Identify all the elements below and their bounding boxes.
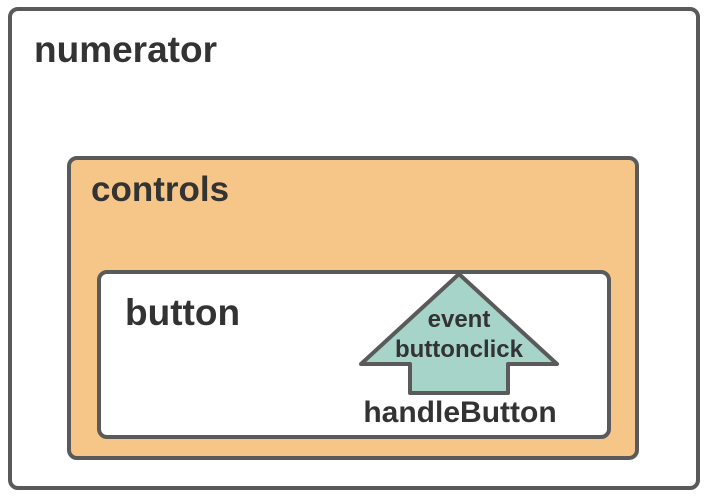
numerator-label: numerator	[34, 29, 217, 70]
controls-label: controls	[91, 170, 230, 209]
handler-label: handleButton	[363, 396, 557, 429]
button-label: button	[125, 292, 241, 333]
event-label: event	[427, 306, 491, 333]
event-name-label: buttonclick	[394, 336, 523, 363]
